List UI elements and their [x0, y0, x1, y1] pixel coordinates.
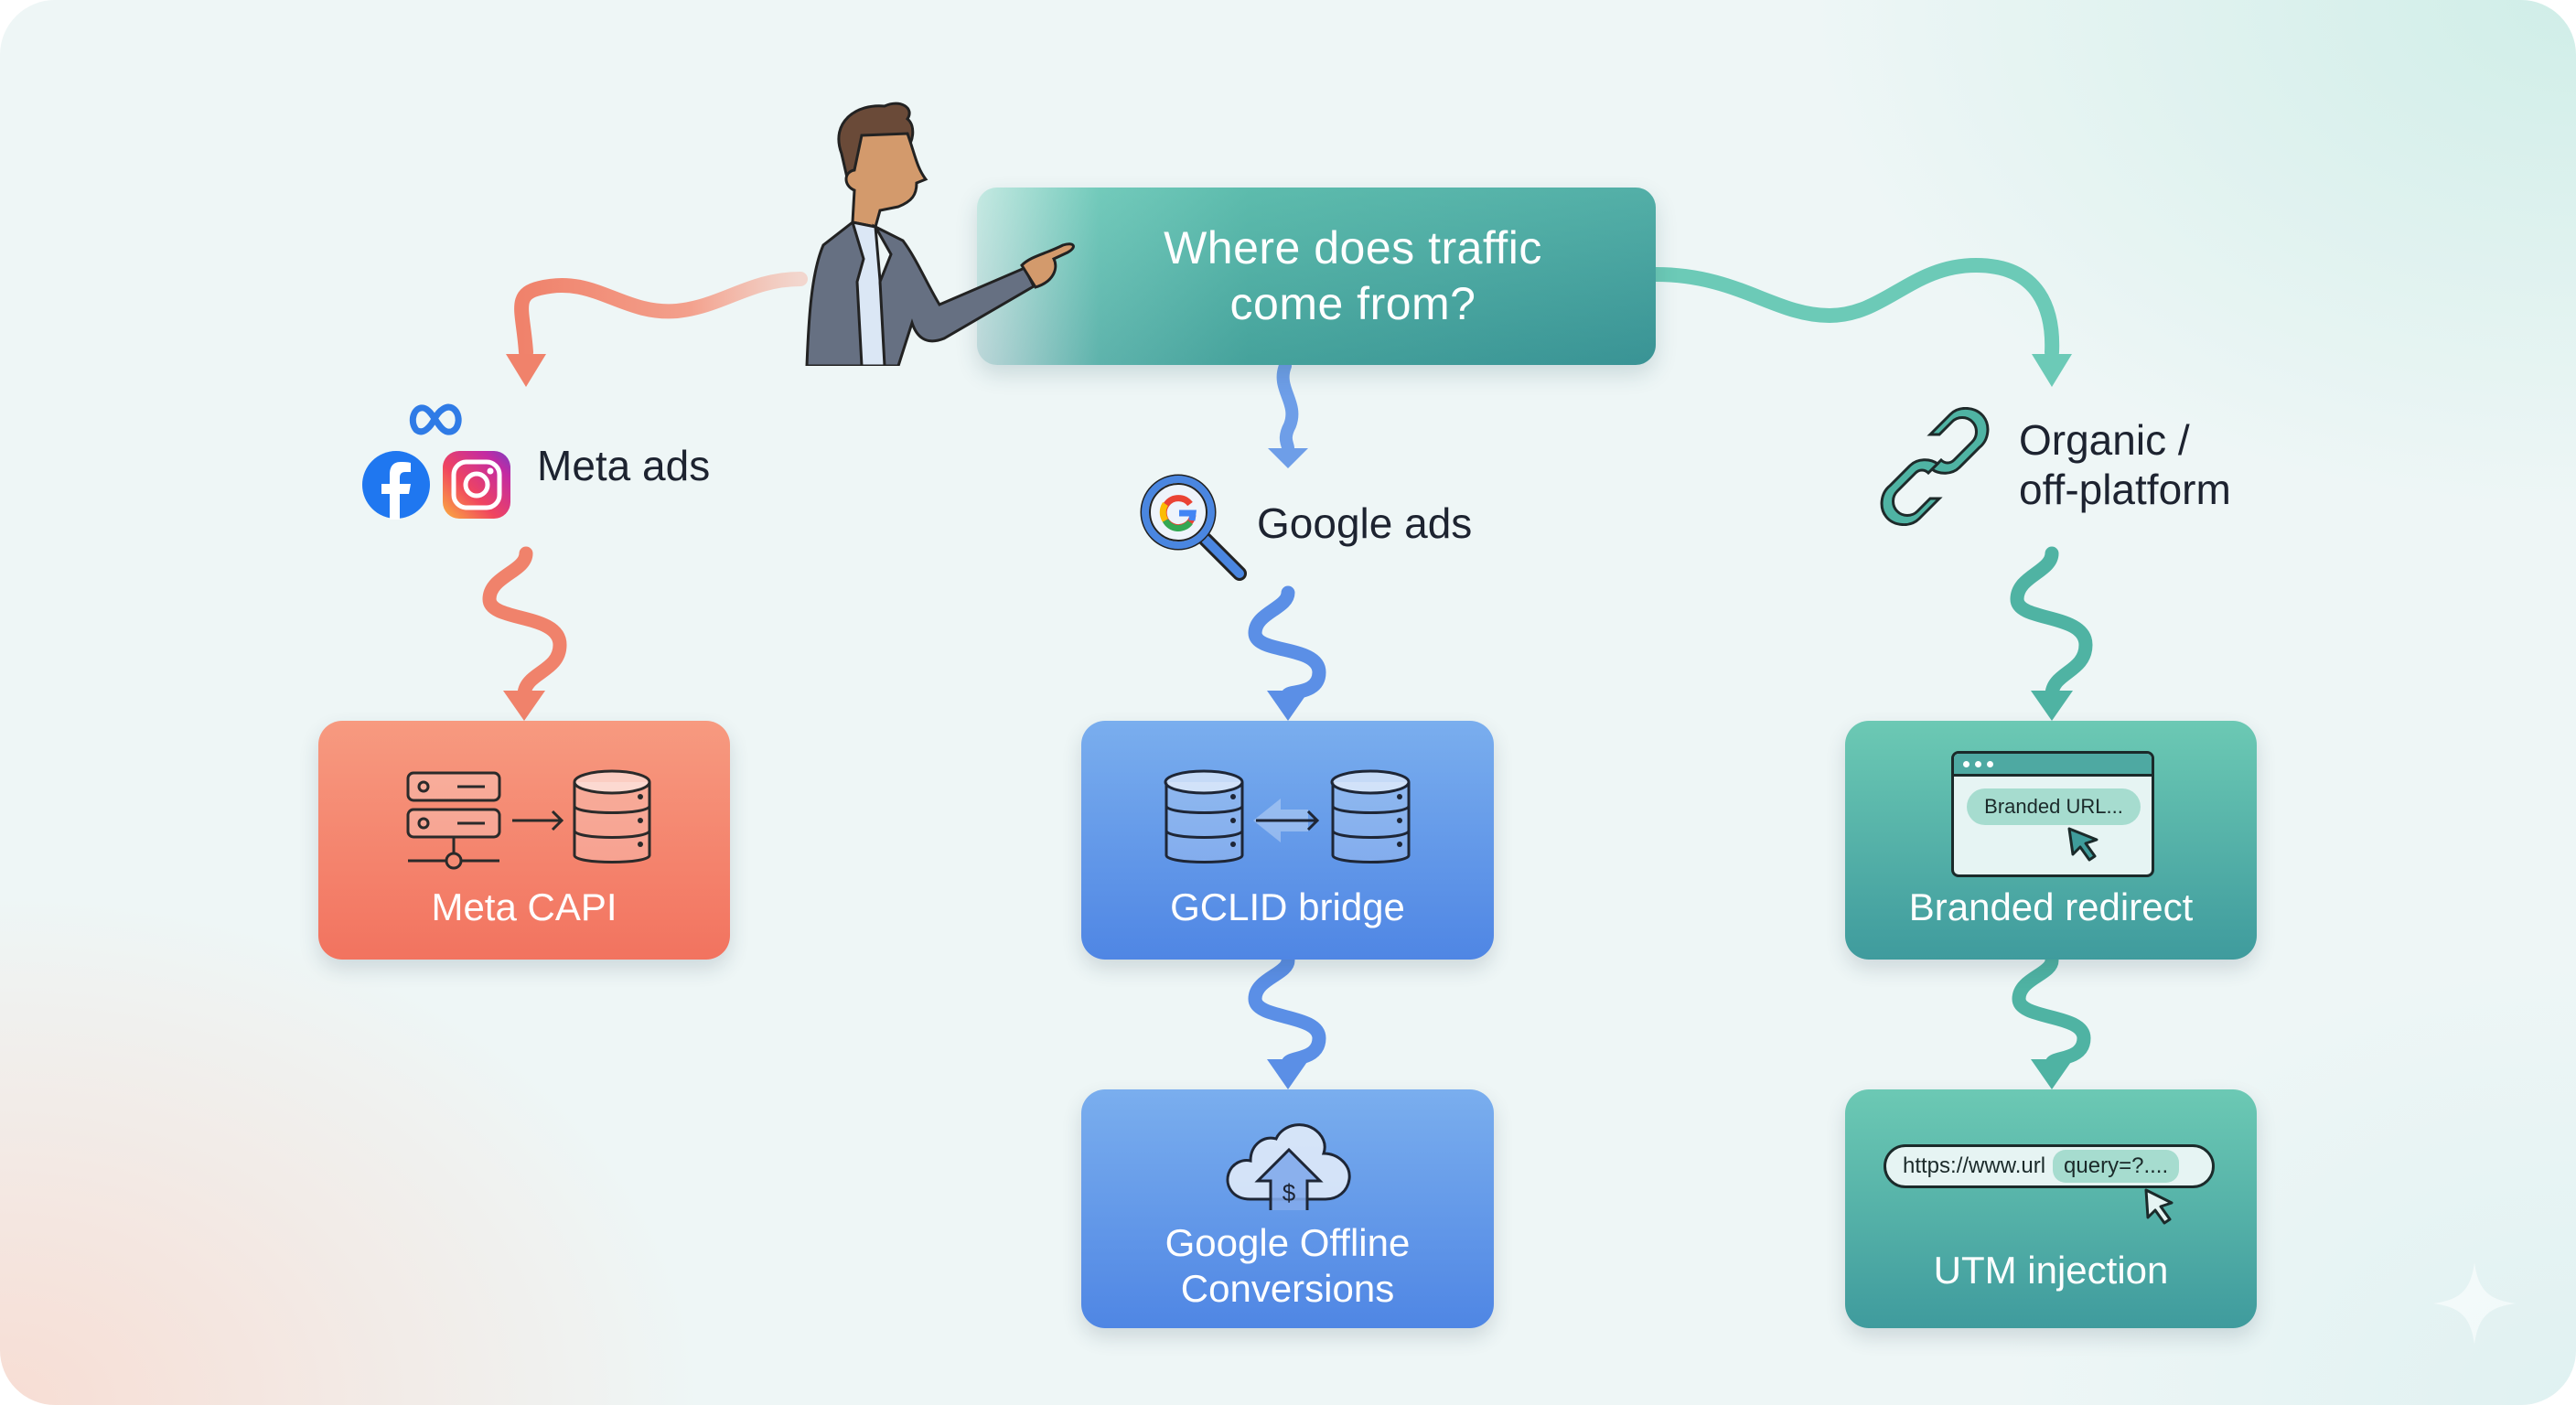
box-label: Meta CAPI: [431, 885, 617, 928]
box-gclid-bridge: GCLID bridge: [1081, 721, 1494, 960]
source-label-organic-line-2: off-platform: [2019, 466, 2231, 513]
browser-window-icon: Branded URL...: [1951, 751, 2154, 877]
title-line-1: Where does traffic: [1164, 222, 1542, 273]
url-bar-icon: https://www.url query=?....: [1884, 1144, 2215, 1188]
title-line-2: come from?: [1229, 278, 1476, 329]
cloud-upload-dollar-icon: $: [1226, 1123, 1351, 1210]
google-search-icon: [1140, 474, 1247, 581]
arrow-organic-branded: [2010, 546, 2093, 721]
sparkle-watermark-icon: [2433, 1262, 2516, 1345]
source-label-organic-line-1: Organic /: [2019, 416, 2190, 464]
cursor-icon: [2144, 1188, 2174, 1225]
box-utm-injection: https://www.url query=?.... UTM injectio…: [1845, 1089, 2257, 1328]
arrow-to-meta: [506, 272, 808, 387]
url-query-highlight: query=?....: [2053, 1150, 2180, 1183]
source-label-meta: Meta ads: [537, 442, 711, 489]
facebook-icon: [362, 451, 430, 520]
title-text: Where does traffic come from?: [1164, 220, 1542, 332]
title-box: Where does traffic come from?: [977, 188, 1656, 365]
server-to-database-icon: [406, 769, 651, 870]
database-sync-icon: [1164, 769, 1411, 863]
box-label: Branded redirect: [1908, 885, 2194, 928]
box-meta-capi: Meta CAPI: [318, 721, 730, 960]
arrow-branded-utm: [2012, 953, 2091, 1089]
box-label-line-2: Conversions: [1180, 1267, 1395, 1310]
url-text: https://www.url: [1903, 1153, 2046, 1178]
box-label: UTM injection: [1933, 1249, 2169, 1292]
arrow-gclid-offline: [1248, 953, 1326, 1089]
arrow-google-gclid: [1248, 585, 1326, 721]
cursor-icon: [2067, 827, 2098, 862]
box-branded-redirect: Branded URL... Branded redirect: [1845, 721, 2257, 960]
source-label-google: Google ads: [1257, 499, 1473, 547]
presenter-illustration-icon: [805, 102, 1075, 366]
instagram-icon: [443, 451, 510, 519]
arrow-meta-capi: [482, 546, 567, 721]
branded-url-pill: Branded URL...: [1967, 788, 2141, 825]
link-chain-icon: [1880, 407, 1990, 526]
box-label: Google Offline Conversions: [1165, 1220, 1411, 1312]
browser-titlebar: [1954, 754, 2152, 777]
meta-infinity-icon: [409, 403, 462, 435]
svg-text:$: $: [1283, 1179, 1296, 1207]
meta-icon-group: [361, 402, 517, 521]
source-label-organic: Organic / off-platform: [2019, 415, 2231, 514]
box-label: GCLID bridge: [1170, 885, 1405, 928]
arrow-to-organic: [1648, 257, 2072, 387]
box-label-line-1: Google Offline: [1165, 1221, 1411, 1264]
box-google-offline-conversions: $ Google Offline Conversions: [1081, 1089, 1494, 1328]
arrow-to-google: [1268, 359, 1308, 468]
